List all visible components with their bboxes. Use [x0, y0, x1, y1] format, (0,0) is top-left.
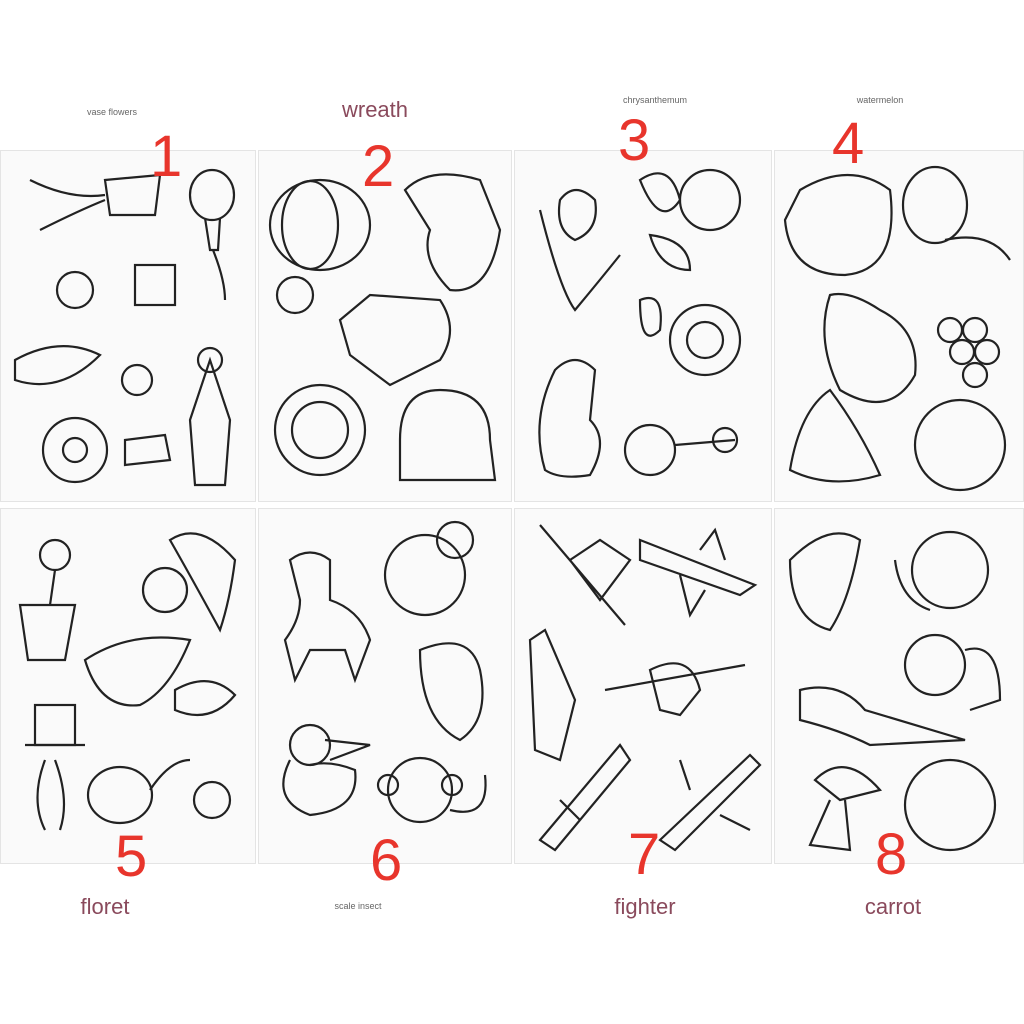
apple-icon	[783, 174, 893, 277]
orange-icon	[275, 275, 315, 315]
sunflower-icon	[41, 416, 172, 484]
vase-icon	[86, 758, 232, 825]
sheet-number-1: 1	[150, 124, 183, 189]
bellflower-icon	[173, 680, 237, 717]
sheet-number-7: 7	[628, 822, 661, 887]
pineapple-icon	[901, 165, 1011, 261]
leaf-icon	[788, 532, 862, 632]
boots-icon	[403, 173, 502, 292]
robot-icon	[539, 524, 632, 626]
sheet-number-6: 6	[370, 828, 403, 893]
teapot-icon	[623, 423, 739, 477]
jet-icon	[638, 527, 758, 618]
sheet-number-3: 3	[618, 108, 651, 173]
basket-icon	[268, 178, 372, 272]
grapes-icon	[936, 316, 1001, 389]
vase-flower-icon	[29, 173, 162, 231]
mushroom-icon	[188, 168, 236, 301]
sheet-label-5: floret	[80, 894, 130, 919]
sheet-label-3: chrysanthemum	[622, 95, 688, 105]
tulip-icon	[538, 188, 621, 312]
sheet-label-4: watermelon	[856, 95, 904, 105]
sheet-5	[0, 508, 256, 864]
sheet-number-5: 5	[115, 824, 148, 889]
monkey-icon	[376, 756, 487, 824]
sheet-label-6: scale insect	[334, 901, 382, 911]
banana-icon	[788, 388, 882, 483]
vase-icon	[13, 345, 154, 397]
sheet-label-1: vase flowers	[86, 107, 138, 117]
helicopter-icon	[604, 662, 746, 717]
hat-icon	[25, 703, 85, 831]
corn-icon	[538, 358, 601, 478]
pear-icon	[823, 292, 917, 404]
pelican-icon	[282, 723, 371, 817]
pie-icon	[903, 633, 1002, 712]
ship-icon	[528, 628, 577, 762]
mushroom-icon	[808, 766, 883, 852]
sheet-number-8: 8	[875, 822, 908, 887]
ladybug-icon	[383, 520, 475, 617]
sheet-label-7: fighter	[614, 894, 676, 919]
sheet-number-2: 2	[362, 134, 395, 199]
sheet-number-4: 4	[832, 111, 865, 176]
cabbage-icon	[893, 530, 990, 612]
sheet-label-2: wreath	[341, 97, 409, 122]
leaves-icon	[83, 636, 192, 707]
chrysanthemum-icon	[638, 168, 742, 272]
watermelon-icon	[913, 398, 1007, 492]
rifle-icon	[538, 743, 632, 852]
flower-icon	[141, 532, 237, 633]
daisy-icon	[188, 346, 232, 487]
carrot-icon	[798, 686, 966, 747]
tomato-icon	[903, 758, 997, 852]
potted-flower-icon	[18, 538, 77, 662]
boot-icon	[338, 293, 451, 387]
watering-can-icon	[55, 263, 177, 310]
sheet-4	[774, 150, 1024, 502]
parrot-icon	[418, 642, 484, 742]
sheet-8	[774, 508, 1024, 864]
flower-icon	[638, 297, 742, 377]
sheet-label-8: carrot	[864, 894, 922, 919]
armchair-icon	[398, 388, 497, 482]
wreath-icon	[273, 383, 367, 477]
goat-icon	[283, 551, 372, 684]
sheet-7	[514, 508, 772, 864]
fighter-jet-icon	[658, 753, 762, 852]
sheet-2	[258, 150, 512, 502]
